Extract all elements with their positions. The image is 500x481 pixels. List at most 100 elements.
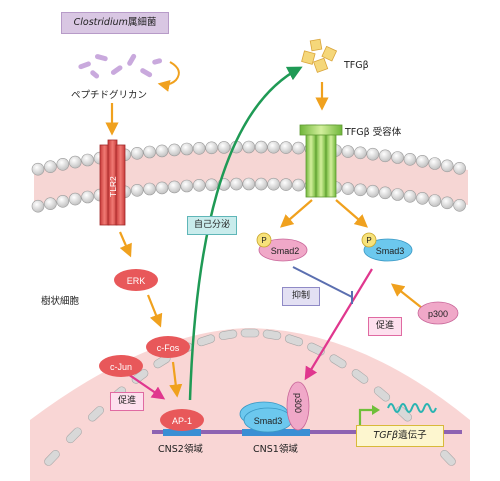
lipid-head bbox=[242, 177, 256, 191]
p300-dna-node bbox=[286, 381, 310, 431]
erk-label: ERK bbox=[127, 276, 146, 286]
tlr2-label: TLR2 bbox=[108, 176, 118, 197]
gene-promoter-arrowhead bbox=[372, 405, 380, 415]
lipid-head bbox=[168, 180, 181, 194]
lipid-head bbox=[31, 199, 45, 213]
lipid-head bbox=[130, 147, 144, 160]
lipid-head bbox=[81, 190, 94, 204]
nuclear-pore-segment bbox=[262, 329, 282, 340]
lipid-head bbox=[254, 140, 268, 154]
lipid-head bbox=[403, 153, 417, 166]
lipid-head bbox=[279, 141, 293, 154]
cjun-node bbox=[99, 355, 143, 377]
lipid-head bbox=[279, 178, 293, 191]
lipid-head bbox=[180, 142, 194, 156]
phosphate-icon bbox=[256, 232, 272, 248]
lipid-head bbox=[168, 143, 181, 157]
lipid-head bbox=[416, 155, 429, 168]
inhibition-line bbox=[292, 266, 353, 304]
lipid-head bbox=[378, 186, 392, 200]
gene-promoter-arrow bbox=[358, 408, 374, 428]
cns1-label: CNS1領域 bbox=[253, 443, 298, 455]
lipid-head bbox=[292, 141, 305, 155]
cell-membrane bbox=[31, 140, 468, 213]
autocrine-box: 自己分泌 bbox=[187, 216, 237, 235]
clostridium-suffix: 属細菌 bbox=[127, 17, 157, 29]
clostridium-genus: Clostridium bbox=[73, 17, 128, 29]
nuclear-pore-segment bbox=[66, 427, 82, 444]
cns2-region bbox=[163, 429, 201, 436]
tgfb-gene-suffix: 遺伝子 bbox=[398, 430, 427, 442]
tgfb-receptor-label: TFGβ 受容体 bbox=[344, 126, 402, 138]
lipid-head bbox=[354, 183, 367, 197]
smad2-label: Smad2 bbox=[271, 246, 300, 256]
lipid-head bbox=[403, 190, 417, 203]
lipid-head bbox=[81, 153, 94, 167]
phosphate-icon bbox=[361, 232, 377, 248]
dendritic-cell-label: 樹状細胞 bbox=[41, 295, 80, 307]
lipid-head bbox=[217, 141, 231, 154]
lipid-head bbox=[68, 192, 82, 206]
lipid-head bbox=[453, 162, 466, 175]
lipid-head bbox=[56, 158, 70, 171]
cfos-node bbox=[146, 336, 190, 358]
nuclear-pore-segment bbox=[240, 328, 260, 338]
magenta-arrows bbox=[124, 268, 373, 400]
tgfb-gene-name: TGFβ bbox=[373, 430, 399, 442]
cfos-label: c-Fos bbox=[157, 343, 180, 353]
lipid-head bbox=[230, 177, 243, 191]
promote-box-right: 促進 bbox=[368, 317, 402, 336]
lipid-head bbox=[68, 155, 82, 169]
lipid-head bbox=[453, 199, 466, 212]
cns2-label: CNS2領域 bbox=[158, 443, 203, 455]
nuclear-pore-segment bbox=[351, 369, 369, 384]
lipid-head bbox=[56, 195, 70, 208]
smad2-node bbox=[258, 238, 308, 262]
lipid-head bbox=[192, 142, 206, 155]
lipid-head bbox=[292, 178, 305, 192]
phosphate-left-label: P bbox=[261, 236, 266, 245]
phosphate-right-label: P bbox=[366, 236, 371, 245]
peptidoglycan-particles bbox=[78, 53, 163, 79]
nuclear-pore-segment bbox=[196, 334, 216, 347]
lipid-head bbox=[440, 159, 454, 173]
cjun-label: c-Jun bbox=[110, 362, 132, 372]
p300-node bbox=[417, 301, 459, 325]
lipid-head bbox=[416, 192, 429, 205]
promote-box-left: 促進 bbox=[110, 392, 144, 411]
lipid-head bbox=[267, 140, 280, 154]
lipid-head bbox=[254, 177, 268, 191]
smad3-label: Smad3 bbox=[376, 246, 405, 256]
lipid-head bbox=[31, 162, 45, 176]
p300-dna-label: p300 bbox=[293, 393, 303, 413]
lipid-head bbox=[155, 181, 169, 195]
lipid-head bbox=[440, 196, 454, 210]
nuclear-pore-segment bbox=[329, 354, 347, 369]
tlr2-receptor: TLR2 bbox=[99, 139, 126, 226]
erk-node bbox=[114, 269, 158, 291]
lipid-head bbox=[341, 145, 355, 158]
smad3-node bbox=[363, 238, 413, 262]
nuclear-pore-segment bbox=[440, 449, 456, 466]
lipid-head bbox=[130, 184, 144, 197]
nuclear-pore-segment bbox=[373, 386, 391, 402]
lipid-head bbox=[205, 141, 218, 155]
lipid-head bbox=[391, 151, 404, 164]
lipid-head bbox=[366, 147, 380, 161]
lipid-head bbox=[143, 145, 156, 159]
p300-label: p300 bbox=[428, 309, 448, 319]
nuclear-pore-segment bbox=[44, 449, 60, 466]
lipid-head bbox=[155, 144, 169, 158]
lipid-head bbox=[366, 184, 380, 198]
lipid-head bbox=[180, 179, 194, 193]
nuclear-pore-segment bbox=[284, 334, 304, 347]
tgfb-label: TFGβ bbox=[343, 60, 369, 71]
lipid-head bbox=[391, 188, 404, 201]
peptidoglycan-label: ペプチドグリカン bbox=[71, 89, 147, 101]
lipid-head bbox=[143, 182, 156, 196]
ap1-node bbox=[160, 409, 204, 431]
lipid-head bbox=[378, 149, 392, 163]
